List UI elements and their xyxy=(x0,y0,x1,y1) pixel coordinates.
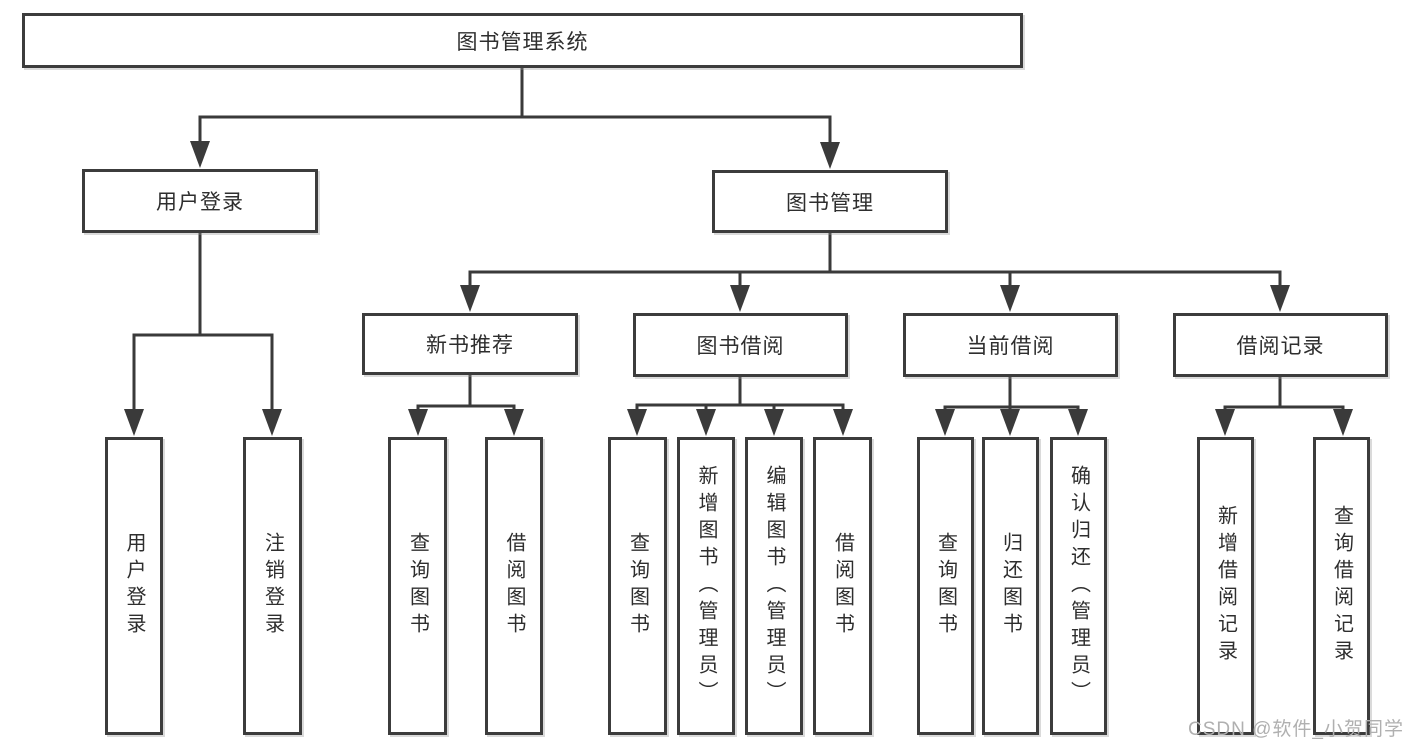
node-borrow-records: 借阅记录 xyxy=(1173,313,1388,377)
leaf-query-books-recommend-label: 查询图书 xyxy=(406,532,429,640)
node-current-borrow: 当前借阅 xyxy=(903,313,1118,377)
node-user-login: 用户登录 xyxy=(82,169,318,233)
leaf-add-borrow-record: 新增借阅记录 xyxy=(1197,437,1254,735)
leaf-query-borrow-record-label: 查询借阅记录 xyxy=(1330,505,1353,667)
leaf-borrow-books-label: 借阅图书 xyxy=(831,532,854,640)
leaf-user-login: 用户登录 xyxy=(105,437,163,735)
leaf-edit-book-admin-label: 编辑图书（管理员） xyxy=(763,464,785,708)
leaf-confirm-return-admin: 确认归还（管理员） xyxy=(1050,437,1107,735)
leaf-query-borrow-record: 查询借阅记录 xyxy=(1313,437,1370,735)
node-book-borrow-label: 图书借阅 xyxy=(696,335,785,358)
node-book-management-label: 图书管理 xyxy=(786,191,874,215)
node-root: 图书管理系统 xyxy=(22,13,1023,68)
node-current-borrow-label: 当前借阅 xyxy=(966,335,1055,358)
node-book-management: 图书管理 xyxy=(712,170,948,233)
leaf-return-books-label: 归还图书 xyxy=(999,532,1022,640)
leaf-query-books-recommend: 查询图书 xyxy=(388,437,447,735)
leaf-edit-book-admin: 编辑图书（管理员） xyxy=(745,437,803,735)
csdn-watermark: CSDN @软件_小贺同学 xyxy=(1188,719,1404,740)
leaf-add-borrow-record-label: 新增借阅记录 xyxy=(1214,505,1237,667)
node-user-login-label: 用户登录 xyxy=(156,191,244,214)
leaf-add-book-admin: 新增图书（管理员） xyxy=(677,437,735,735)
leaf-borrow-books-recommend-label: 借阅图书 xyxy=(503,532,525,640)
node-root-label: 图书管理系统 xyxy=(456,30,589,54)
node-new-book-recommend: 新书推荐 xyxy=(362,313,578,375)
leaf-logout-label: 注销登录 xyxy=(261,532,284,640)
leaf-add-book-admin-label: 新增图书（管理员） xyxy=(695,464,717,708)
leaf-return-books: 归还图书 xyxy=(982,437,1039,735)
leaf-query-books-current: 查询图书 xyxy=(917,437,974,735)
leaf-query-books-borrow-label: 查询图书 xyxy=(626,532,649,640)
leaf-confirm-return-admin-label: 确认归还（管理员） xyxy=(1067,464,1090,708)
leaf-user-login-label: 用户登录 xyxy=(123,532,145,640)
node-borrow-records-label: 借阅记录 xyxy=(1236,335,1325,358)
leaf-logout: 注销登录 xyxy=(243,437,302,735)
leaf-borrow-books: 借阅图书 xyxy=(813,437,872,735)
node-book-borrow: 图书借阅 xyxy=(633,313,848,377)
node-new-book-recommend-label: 新书推荐 xyxy=(426,334,514,357)
leaf-query-books-current-label: 查询图书 xyxy=(934,532,957,640)
leaf-query-books-borrow: 查询图书 xyxy=(608,437,667,735)
leaf-borrow-books-recommend: 借阅图书 xyxy=(485,437,543,735)
